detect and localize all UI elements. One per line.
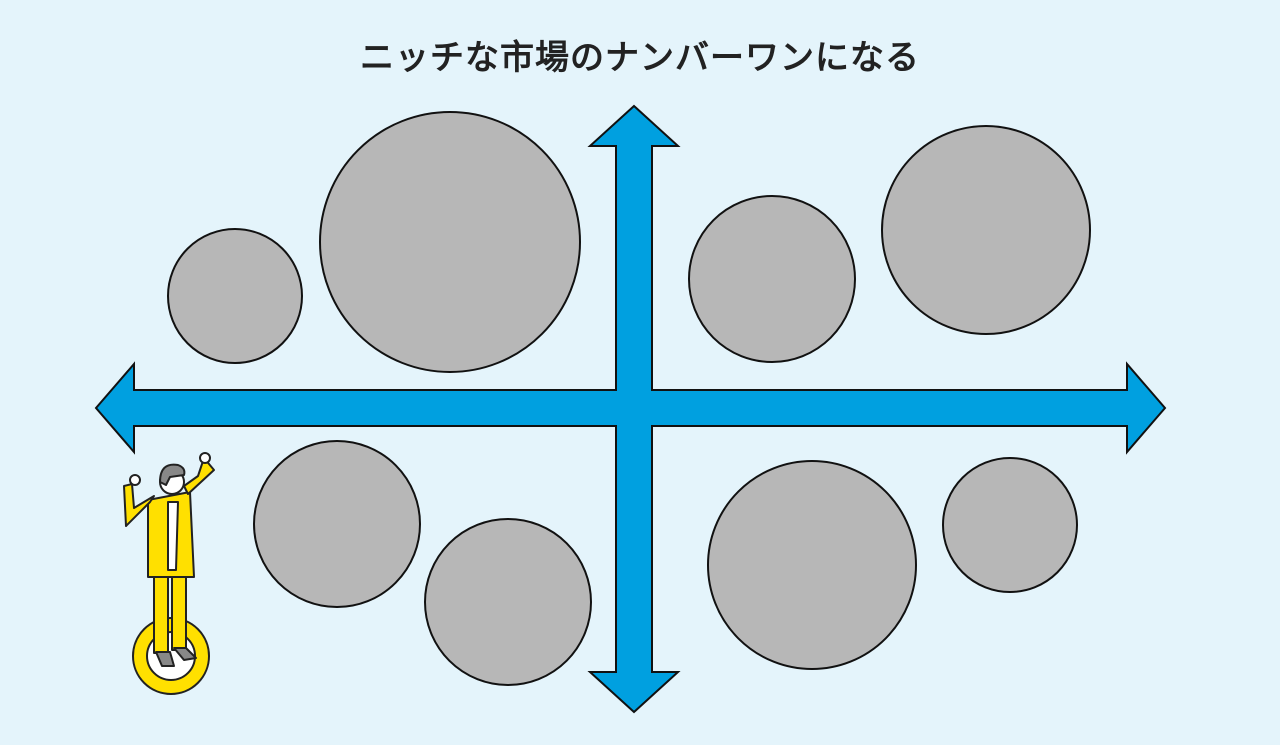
market-circle-top-left-large — [319, 111, 581, 373]
market-circle-top-left-small — [167, 228, 303, 364]
market-circle-top-right-medium — [688, 195, 856, 363]
market-circle-bottom-left-medium — [424, 518, 592, 686]
market-circle-top-right-large — [881, 125, 1091, 335]
person-on-unicycle-illustration — [123, 452, 215, 695]
market-circle-bottom-right-large — [707, 460, 917, 670]
axis-cross-arrows — [94, 104, 1167, 714]
page-title: ニッチな市場のナンバーワンになる — [360, 38, 920, 78]
market-circle-bottom-right-small — [942, 457, 1078, 593]
market-circle-bottom-left-medium — [253, 440, 421, 608]
